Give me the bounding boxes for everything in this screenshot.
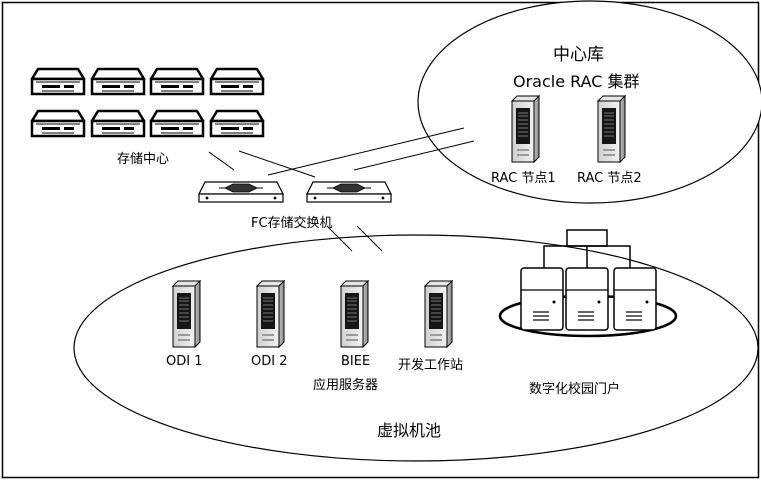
vm-pool-servers bbox=[172, 280, 453, 348]
link-switch-pool1 bbox=[326, 225, 353, 252]
link-storage-switch1 bbox=[208, 151, 235, 171]
app-server-label: 应用服务器 bbox=[313, 378, 379, 393]
storage-center-label: 存储中心 bbox=[117, 152, 170, 167]
connection-lines bbox=[208, 127, 475, 252]
portal-label: 数字化校园门户 bbox=[529, 382, 621, 397]
odi1-label: ODI 1 bbox=[166, 354, 203, 369]
link-switch2-rac bbox=[353, 140, 475, 171]
biee-label: BIEE bbox=[341, 354, 371, 369]
storage-array bbox=[30, 67, 265, 138]
link-switch-pool2 bbox=[356, 225, 383, 252]
fc-switch-label: FC存储交换机 bbox=[251, 216, 333, 231]
link-switch1-rac bbox=[267, 127, 465, 176]
vm-pool-boundary bbox=[73, 234, 759, 462]
rac-node2-label: RAC 节点2 bbox=[577, 171, 642, 186]
central-db-title: 中心库 bbox=[553, 45, 604, 65]
odi2-label: ODI 2 bbox=[251, 354, 288, 369]
portal-server-cluster bbox=[498, 229, 678, 338]
vm-pool-title: 虚拟机池 bbox=[377, 421, 442, 440]
rac-node1-label: RAC 节点1 bbox=[491, 171, 556, 186]
fc-switch-pair bbox=[198, 181, 392, 203]
link-storage-switch2 bbox=[238, 150, 316, 178]
dev-workstation-label: 开发工作站 bbox=[398, 358, 464, 373]
central-db-boundary bbox=[417, 0, 761, 204]
central-db-subtitle: Oracle RAC 集群 bbox=[513, 72, 640, 91]
